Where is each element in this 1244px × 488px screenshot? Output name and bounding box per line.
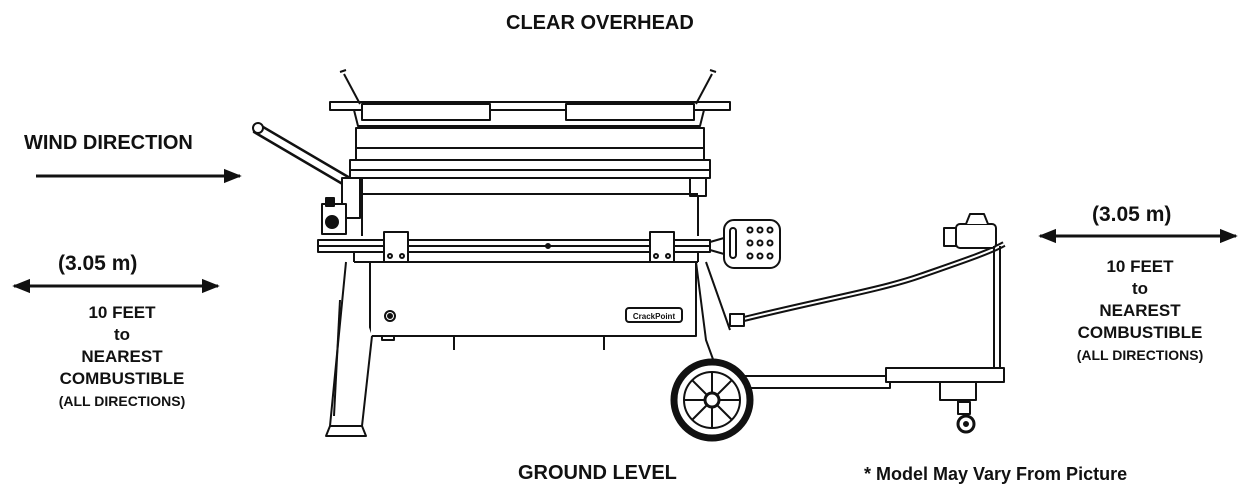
gas-valve <box>321 197 347 235</box>
left-leg <box>329 261 373 427</box>
frame-rail <box>341 159 711 236</box>
left-clearance-to: to <box>113 325 131 344</box>
tool-rail <box>317 231 711 263</box>
wind-direction-label: WIND DIRECTION <box>24 132 193 154</box>
top-left-rod <box>343 73 361 105</box>
ground-level-label: GROUND LEVEL <box>518 462 677 484</box>
left-clearance-nearest: NEAREST <box>81 347 163 366</box>
disclaimer-label: * Model May Vary From Picture <box>864 464 1128 484</box>
gas-regulator <box>943 213 1001 376</box>
right-clearance-to: to <box>1131 279 1149 298</box>
caster-wheel <box>956 401 976 434</box>
right-clearance-directions: (ALL DIRECTIONS) <box>1076 347 1204 363</box>
cart-frame <box>739 367 1005 414</box>
brand-plate: CrackPoint <box>633 312 676 321</box>
right-clearance-feet: 10 FEET <box>1106 257 1174 276</box>
spatula-tool <box>709 219 781 269</box>
right-clearance-combustible: COMBUSTIBLE <box>1077 323 1203 342</box>
right-clearance-text: 10 FEET to NEAREST COMBUSTIBLE (ALL DIRE… <box>1030 256 1244 366</box>
top-right-rod <box>695 73 713 105</box>
large-wheel <box>670 358 754 442</box>
left-metric-label: (3.05 m) <box>58 252 138 275</box>
left-clearance-text: 10 FEET to NEAREST COMBUSTIBLE (ALL DIRE… <box>12 302 232 412</box>
left-clearance-feet: 10 FEET <box>88 303 156 322</box>
right-clearance-nearest: NEAREST <box>1099 301 1181 320</box>
right-metric-label: (3.05 m) <box>1092 203 1172 226</box>
burner-box <box>369 261 697 350</box>
left-clearance-directions: (ALL DIRECTIONS) <box>58 393 186 409</box>
side-handle <box>252 122 352 188</box>
left-clearance-combustible: COMBUSTIBLE <box>59 369 185 388</box>
clear-overhead-label: CLEAR OVERHEAD <box>506 12 694 34</box>
griddle-top <box>329 101 731 161</box>
